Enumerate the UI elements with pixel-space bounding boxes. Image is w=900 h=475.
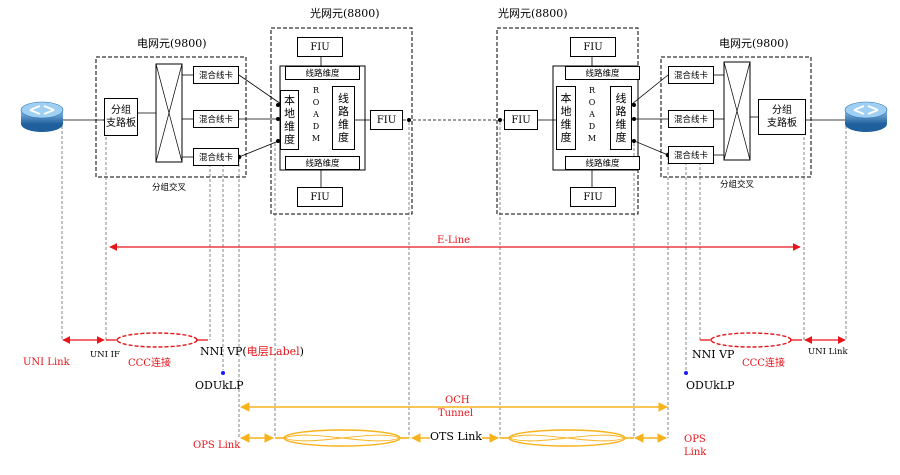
right-fiu-left: FIU [504,110,538,130]
uni-link-right-label: UNI Link [808,347,848,357]
tunnel-label: Tunnel [438,408,474,419]
left-electrical-ne-title: 电网元(9800) [137,37,207,50]
ots-link-label: OTS Link [430,430,482,443]
left-packet-cross-label: 分组交叉 [152,183,187,193]
right-electrical-ne-box [660,56,812,178]
nni-vp-left-label: NNI VP(电层Label) [200,345,304,358]
odukl-right-label: ODUkLP [686,379,735,392]
right-hybrid-card-1: 混合线卡 [668,66,714,84]
right-cross-matrix [723,61,751,161]
left-line-dimension-vertical: 线路维度 [332,86,355,150]
left-fiu-top: FIU [297,37,343,57]
right-electrical-ne-title: 电网元(9800) [719,37,789,50]
ccc-right-label: CCC连接 [742,358,785,369]
left-router-icon [20,101,64,132]
left-hybrid-card-2: 混合线卡 [193,110,239,128]
ops-link-left-label: OPS Link [193,440,241,451]
right-router-icon [844,101,888,132]
right-fiu-top: FIU [570,37,616,57]
right-hybrid-card-2: 混合线卡 [668,110,714,128]
left-cross-matrix [155,63,183,163]
uni-link-left-label: UNI Link [23,357,70,368]
right-packet-cross-label: 分组交叉 [720,180,755,190]
left-roadm-label: ROADM [311,86,321,143]
uni-if-label: UNI IF [90,350,120,360]
ops-link-right-label: OPS Link [684,434,707,458]
right-fiu-bottom: FIU [570,187,616,207]
left-optical-ne-box [270,27,413,215]
left-hybrid-card-1: 混合线卡 [193,66,239,84]
left-line-dimension-bottom: 线路维度 [285,156,360,170]
right-line-dimension-vertical: 线路维度 [610,86,632,150]
ccc-left-label: CCC连接 [128,358,171,369]
ops-ots-line [240,429,667,447]
odukl-left-label: ODUkLP [195,379,244,392]
nni-vp-right-label: NNI VP [692,348,735,361]
right-branch-board: 分组 支路板 [758,99,806,135]
left-fiu-bottom: FIU [297,187,343,207]
e-line-label: E-Line [437,235,471,246]
left-line-dimension-top: 线路维度 [285,66,360,80]
right-roadm-label: ROADM [587,86,597,143]
right-hybrid-card-3: 混合线卡 [668,146,714,164]
left-electrical-ne-box [95,56,247,178]
och-label: OCH [445,395,470,406]
right-line-dimension-bottom: 线路维度 [565,156,640,170]
right-optical-ne-title: 光网元(8800) [498,7,568,20]
right-line-dimension-top: 线路维度 [565,66,640,80]
left-branch-board: 分组 支路板 [104,98,138,136]
ccc-left-ellipse [116,332,198,348]
right-local-dimension: 本地维度 [556,86,576,150]
ccc-right-ellipse [710,332,792,348]
left-hybrid-card-3: 混合线卡 [193,148,239,166]
left-optical-ne-title: 光网元(8800) [310,7,380,20]
left-local-dimension: 本地维度 [280,90,299,150]
left-fiu-right: FIU [370,110,403,130]
